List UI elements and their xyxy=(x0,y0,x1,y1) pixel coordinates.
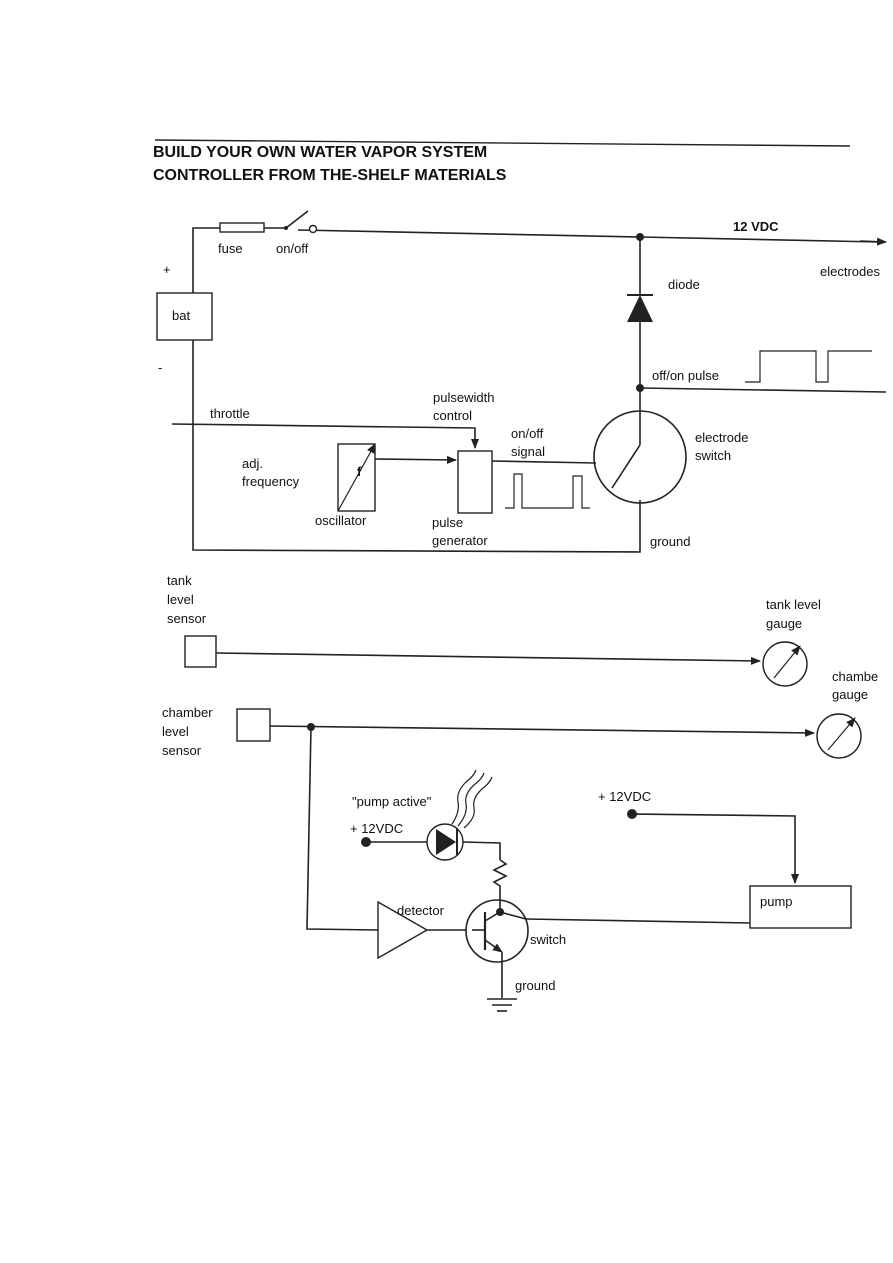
off-on-pulse-waveform xyxy=(745,350,872,383)
electrode-switch xyxy=(593,410,687,515)
fuse-label: fuse xyxy=(218,241,243,256)
tank-sensor-wire xyxy=(215,652,761,665)
adj-label: adj. xyxy=(242,456,263,471)
switch-label: switch xyxy=(530,932,566,947)
vdc-12-led-label: + 12VDC xyxy=(350,821,403,836)
frequency-label: frequency xyxy=(242,474,300,489)
switch-output-wire xyxy=(499,911,527,920)
electrodes-arrow xyxy=(859,237,887,246)
tank-gauge-label: gauge xyxy=(766,616,802,631)
on-off-signal-waveform xyxy=(505,473,590,509)
diode-label: diode xyxy=(668,277,700,292)
on-off-label: on/off xyxy=(276,241,309,256)
electrode-label: electrode xyxy=(695,430,748,445)
fuse xyxy=(219,222,265,233)
oscillator-label: oscillator xyxy=(315,513,367,528)
pulse-label: pulse xyxy=(432,515,463,530)
off-on-pulse-label: off/on pulse xyxy=(652,368,719,383)
battery xyxy=(156,292,213,341)
electrodes-label: electrodes xyxy=(820,264,880,279)
electrode-switch-label: switch xyxy=(695,448,731,463)
tank-level-gauge-label: tank level xyxy=(766,597,821,612)
pulse-generator xyxy=(457,450,493,514)
signal-label: signal xyxy=(511,444,545,459)
ground-label: ground xyxy=(650,534,690,549)
on-off-signal-wire xyxy=(491,460,597,464)
diode xyxy=(627,237,653,425)
resistor xyxy=(492,859,508,912)
pump-active-label: "pump active" xyxy=(352,794,432,809)
led-light-rays xyxy=(451,769,493,829)
tank-label: tank xyxy=(167,573,192,588)
tank-level-label: level xyxy=(167,592,194,607)
vdc-12-top-label: 12 VDC xyxy=(733,219,779,234)
detector-input-wire xyxy=(306,726,379,931)
title-line-1: BUILD YOUR OWN WATER VAPOR SYSTEM xyxy=(153,144,487,161)
title-rule xyxy=(154,139,851,147)
oscillator-adjust-arrow xyxy=(337,443,376,512)
battery-label: bat xyxy=(172,308,190,323)
on-off-switch xyxy=(284,210,318,234)
generator-label: generator xyxy=(432,533,488,548)
throttle-wire xyxy=(171,423,479,449)
chamber-sensor-label: sensor xyxy=(162,743,202,758)
pump-supply-wire xyxy=(631,813,799,884)
minus-sign: - xyxy=(158,360,162,375)
detector-label: detector xyxy=(397,903,445,918)
led-output-wire xyxy=(462,841,501,860)
tank-level-sensor xyxy=(184,635,217,668)
tank-level-gauge xyxy=(762,641,808,687)
chamber-sensor-wire xyxy=(269,725,815,737)
chamber-level-sensor xyxy=(236,708,271,742)
detector-amplifier xyxy=(377,900,429,960)
vdc-12-pump-label: + 12VDC xyxy=(598,789,651,804)
on-off-label: on/off xyxy=(511,426,544,441)
title-line-2: CONTROLLER FROM THE-SHELF MATERIALS xyxy=(153,167,507,184)
control-label: control xyxy=(433,408,472,423)
throttle-label: throttle xyxy=(210,406,250,421)
chamber-level-gauge xyxy=(816,713,862,759)
oscillator-f-label: f xyxy=(357,464,362,479)
transistor-switch xyxy=(465,899,529,963)
chamber-level-label: level xyxy=(162,724,189,739)
plus-sign: + xyxy=(163,262,171,277)
switch-to-pump-wire xyxy=(525,918,751,924)
chamber-gauge-label-1: chambe xyxy=(832,669,878,684)
pump xyxy=(749,885,852,929)
pump-active-led xyxy=(426,823,464,861)
ground-label: ground xyxy=(515,978,555,993)
tank-sensor-label: sensor xyxy=(167,611,207,626)
chamber-label: chamber xyxy=(162,705,213,720)
pulsewidth-label: pulsewidth xyxy=(433,390,494,405)
chamber-gauge-label-2: gauge xyxy=(832,687,868,702)
pulse-output-wire xyxy=(639,387,887,393)
oscillator-to-pulse-wire xyxy=(374,455,457,464)
ground-symbol xyxy=(487,952,517,1012)
pump-label: pump xyxy=(760,894,793,909)
